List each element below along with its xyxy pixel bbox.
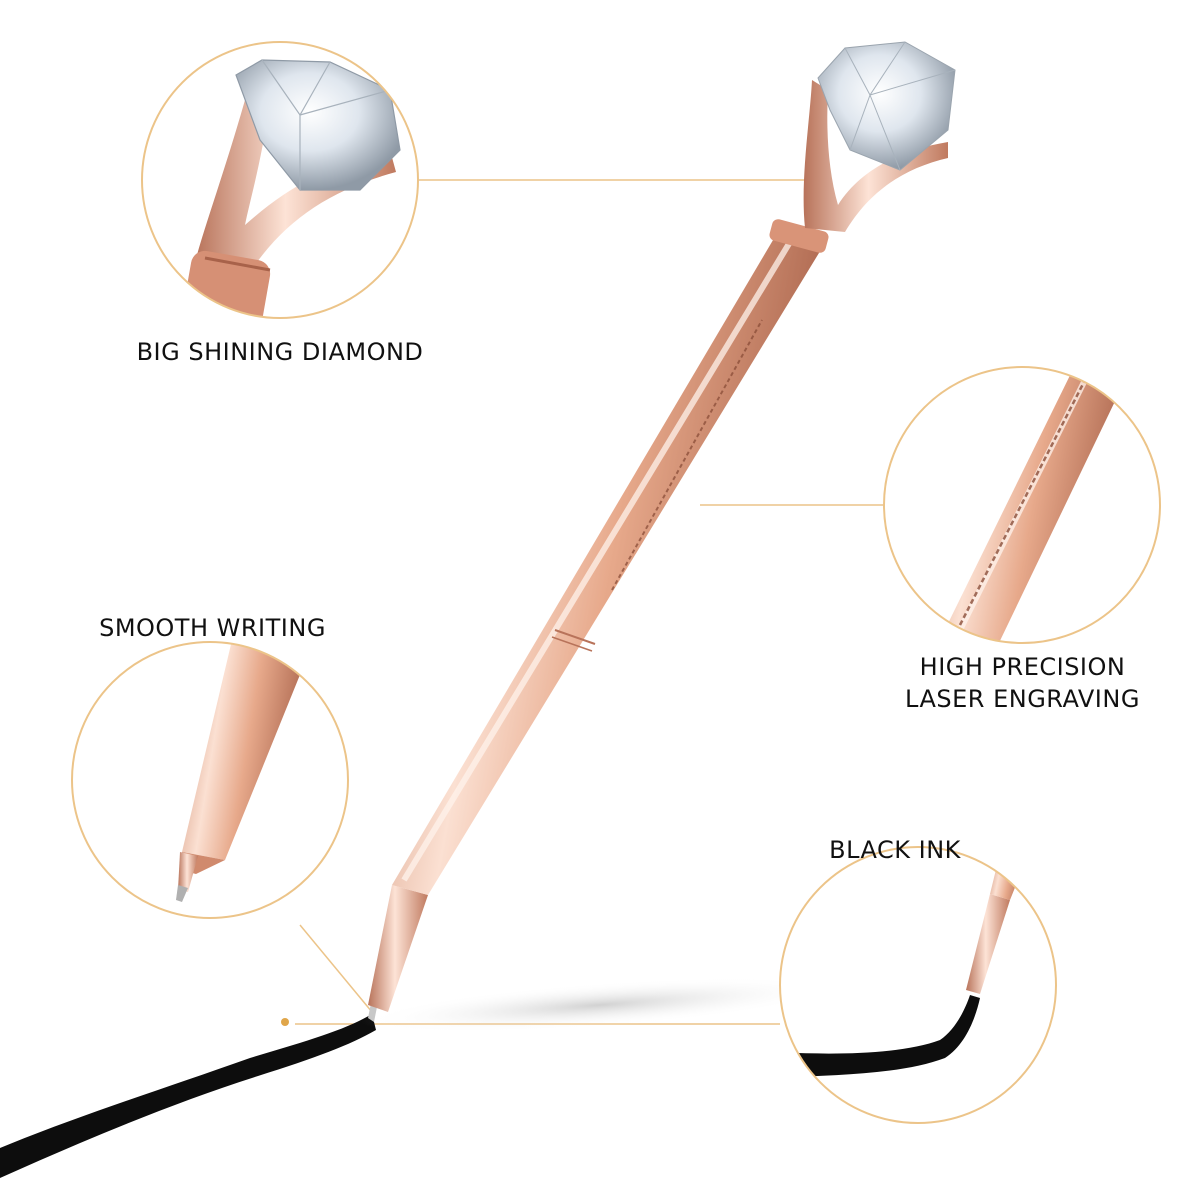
main-pen [368, 41, 956, 1022]
detail-circle-diamond [141, 41, 419, 319]
label-laser-engraving: LASER ENGRAVING [905, 685, 1140, 713]
label-big-shining-diamond: BIG SHINING DIAMOND [136, 338, 424, 366]
diamond-gem [817, 41, 956, 171]
detail-circle-ink [779, 846, 1057, 1124]
diamond-prongs [803, 80, 948, 232]
label-high-precision: HIGH PRECISION [919, 653, 1126, 681]
detail-circle-writing [71, 641, 349, 919]
connector-writing [299, 924, 373, 1013]
pen-barrel [392, 235, 822, 895]
detail-circle-engraving [883, 366, 1161, 644]
ink-stroke [0, 1014, 376, 1178]
pen-shadow [360, 977, 840, 1033]
label-black-ink: BLACK INK [829, 836, 961, 864]
label-smooth-writing: SMOOTH WRITING [99, 614, 326, 642]
pen-cone [368, 885, 428, 1012]
